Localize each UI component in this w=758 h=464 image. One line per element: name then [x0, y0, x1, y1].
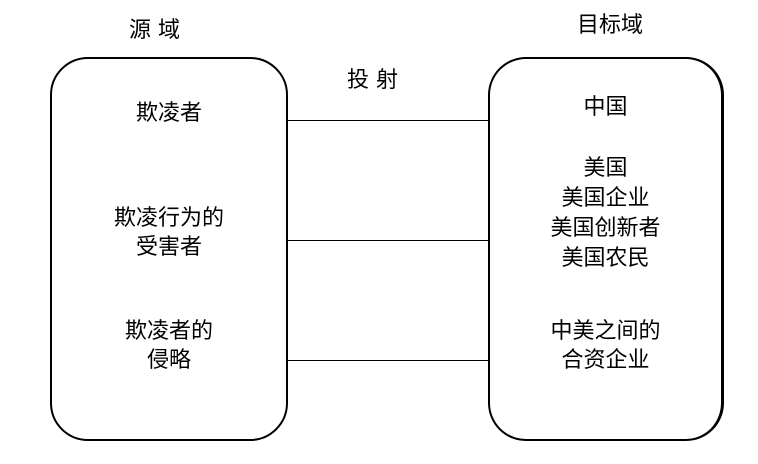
- source-domain-title: 源 域: [129, 18, 180, 43]
- source-domain-box: 欺凌者 欺凌行为的受害者 欺凌者的侵略: [50, 57, 288, 441]
- text-line: 美国农民: [561, 246, 650, 271]
- mapping-line-2: [287, 240, 489, 241]
- target-item-china: 中国: [490, 93, 721, 122]
- text-line: 受害者: [135, 235, 202, 260]
- target-item-us-group: 美国 美国企业 美国创新者 美国农民: [490, 154, 721, 274]
- source-item-victim: 欺凌行为的受害者: [52, 204, 286, 262]
- text-line: 中国: [583, 95, 628, 120]
- text-line: 欺凌者的: [124, 319, 213, 344]
- text-line: 合资企业: [561, 348, 650, 373]
- text-line: 美国企业: [561, 186, 650, 211]
- text-line: 美国创新者: [550, 216, 661, 241]
- target-domain-title: 目标域: [577, 13, 644, 38]
- mapping-line-1: [287, 120, 489, 121]
- text-line: 欺凌行为的: [113, 206, 224, 231]
- mapping-label: 投 射: [347, 68, 398, 93]
- text-line: 美国: [583, 156, 628, 181]
- text-line: 侵略: [146, 348, 191, 373]
- text-line: 欺凌者: [135, 101, 202, 126]
- mapping-line-3: [287, 360, 489, 361]
- target-domain-box: 中国 美国 美国企业 美国创新者 美国农民 中美之间的合资企业: [488, 57, 724, 441]
- source-item-aggression: 欺凌者的侵略: [52, 317, 286, 375]
- source-item-bully: 欺凌者: [52, 99, 286, 128]
- target-item-joint-ventures: 中美之间的合资企业: [490, 317, 721, 375]
- text-line: 中美之间的: [550, 319, 661, 344]
